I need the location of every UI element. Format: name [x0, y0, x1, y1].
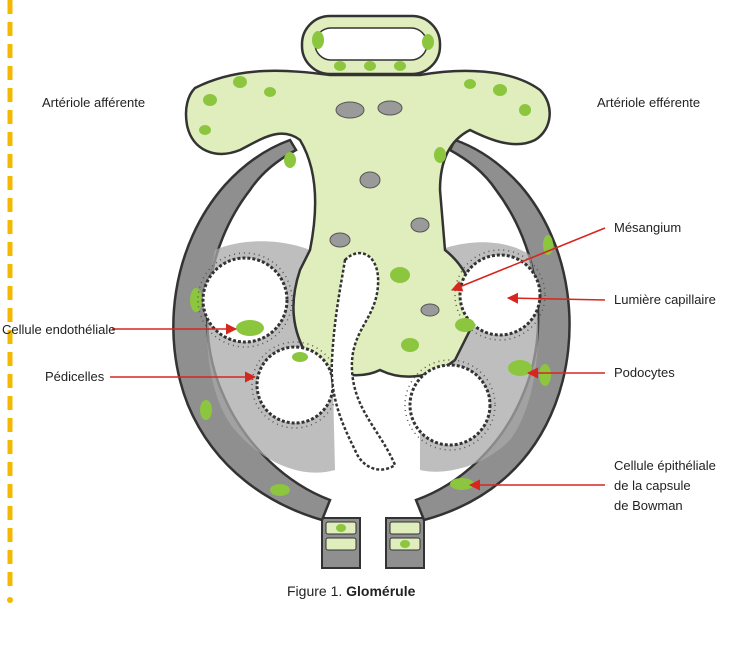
arrow-capillary-lumen	[506, 292, 606, 304]
arterioles-mesangium	[184, 14, 551, 378]
label-endothelial-cell: Cellule endothéliale	[2, 322, 115, 337]
label-epithelial-line3: de Bowman	[614, 498, 683, 513]
bowman-tubule	[321, 517, 425, 569]
label-pedicels: Pédicelles	[45, 369, 105, 384]
label-efferent-arteriole: Artériole efférente	[597, 95, 700, 110]
label-capillary-lumen: Lumière capillaire	[614, 292, 716, 307]
capillary-loops	[197, 249, 546, 471]
label-afferent-arteriole: Artériole afférente	[42, 95, 145, 110]
annotation-arrows	[110, 227, 606, 491]
figure-caption-prefix: Figure 1.	[287, 583, 346, 599]
label-epithelial-line1: Cellule épithéliale	[614, 458, 716, 473]
arrow-mesangium	[450, 227, 606, 292]
label-epithelial-line2: de la capsule	[614, 478, 691, 493]
figure-caption: Figure 1. Glomérule	[287, 583, 416, 599]
label-mesangium: Mésangium	[614, 220, 681, 235]
page-margin-dot	[7, 597, 13, 603]
figure-caption-title: Glomérule	[346, 583, 415, 599]
label-podocytes: Podocytes	[614, 365, 675, 380]
annotation-labels: Artériole afférente Artériole efférente …	[2, 95, 716, 513]
